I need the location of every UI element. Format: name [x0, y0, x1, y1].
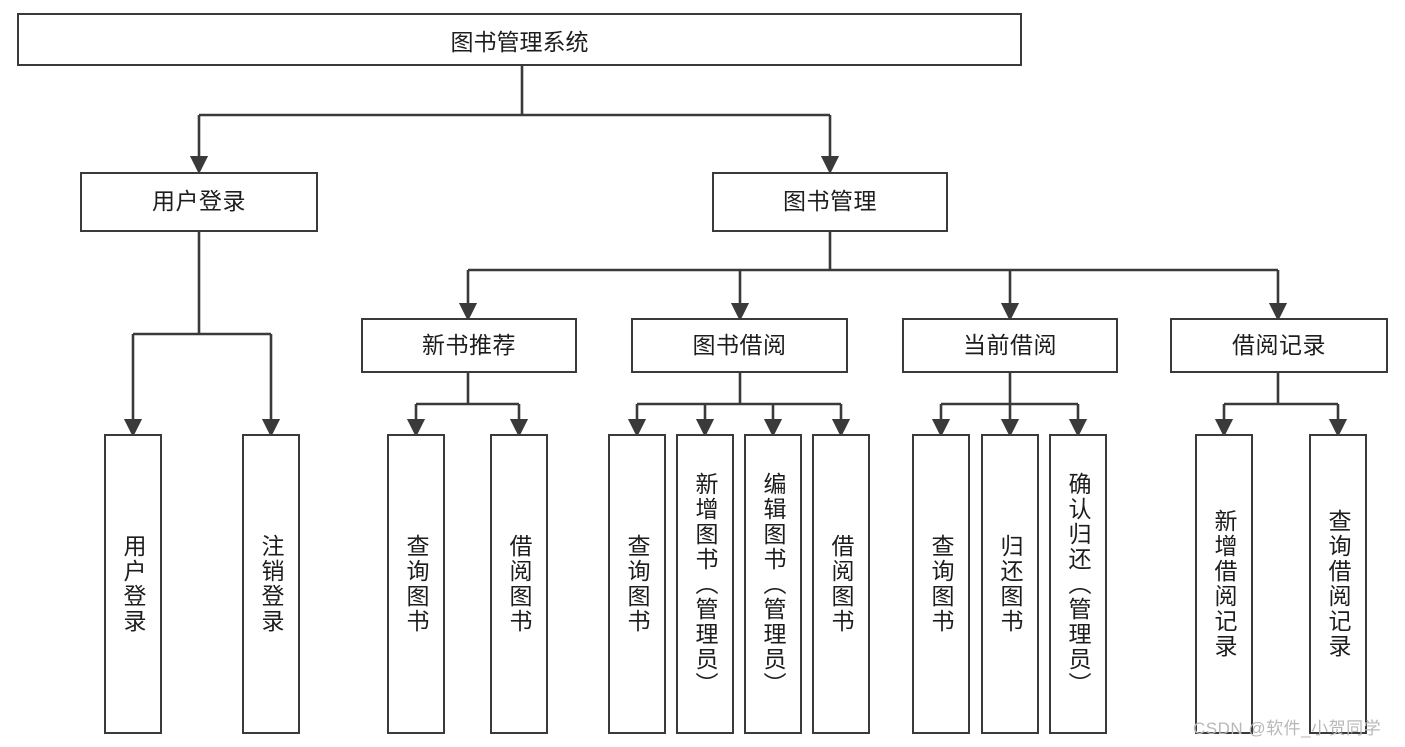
node-label: 确认归还（管理员） — [1065, 471, 1092, 697]
node-book-borrow[interactable]: 图书借阅 — [631, 318, 848, 373]
node-label: 新书推荐 — [422, 331, 516, 358]
node-label: 编辑图书（管理员） — [760, 471, 787, 697]
node-user-login[interactable]: 用户登录 — [80, 172, 318, 232]
leaf-add-book-admin[interactable]: 新增图书（管理员） — [676, 434, 734, 734]
node-label: 用户登录 — [120, 534, 147, 634]
node-label: 注销登录 — [258, 534, 285, 634]
leaf-query-book-current[interactable]: 查询图书 — [912, 434, 970, 734]
leaf-confirm-return-admin[interactable]: 确认归还（管理员） — [1049, 434, 1107, 734]
leaf-query-book-new-recommend[interactable]: 查询图书 — [387, 434, 445, 734]
node-label: 查询图书 — [403, 534, 430, 634]
node-label: 借阅图书 — [506, 534, 533, 634]
node-new-book-recommend[interactable]: 新书推荐 — [361, 318, 577, 373]
node-label: 归还图书 — [997, 534, 1024, 634]
node-root-book-management-system[interactable]: 图书管理系统 — [17, 13, 1022, 66]
node-label: 新增图书（管理员） — [692, 471, 719, 697]
leaf-borrow-book[interactable]: 借阅图书 — [812, 434, 870, 734]
node-borrow-record[interactable]: 借阅记录 — [1170, 318, 1388, 373]
node-label: 借阅图书 — [828, 534, 855, 634]
node-label: 图书管理 — [783, 188, 877, 215]
leaf-return-book[interactable]: 归还图书 — [981, 434, 1039, 734]
csdn-watermark: CSDN @软件_小贺同学 — [1193, 719, 1382, 738]
leaf-logout[interactable]: 注销登录 — [242, 434, 300, 734]
node-label: 查询图书 — [624, 534, 651, 634]
leaf-borrow-book-new-recommend[interactable]: 借阅图书 — [490, 434, 548, 734]
node-current-borrow[interactable]: 当前借阅 — [902, 318, 1118, 373]
leaf-add-borrow-record[interactable]: 新增借阅记录 — [1195, 434, 1253, 734]
node-book-management[interactable]: 图书管理 — [712, 172, 948, 232]
node-label: 借阅记录 — [1232, 331, 1326, 358]
node-label: 用户登录 — [152, 188, 246, 215]
node-label: 图书管理系统 — [450, 28, 589, 55]
node-label: 图书借阅 — [692, 331, 787, 358]
leaf-query-book-borrow[interactable]: 查询图书 — [608, 434, 666, 734]
leaf-query-borrow-record[interactable]: 查询借阅记录 — [1309, 434, 1367, 734]
node-label: 当前借阅 — [963, 331, 1057, 358]
leaf-user-login[interactable]: 用户登录 — [104, 434, 162, 734]
leaf-edit-book-admin[interactable]: 编辑图书（管理员） — [744, 434, 802, 734]
node-label: 查询图书 — [928, 534, 955, 634]
node-label: 查询借阅记录 — [1325, 509, 1352, 659]
node-label: 新增借阅记录 — [1211, 509, 1238, 659]
